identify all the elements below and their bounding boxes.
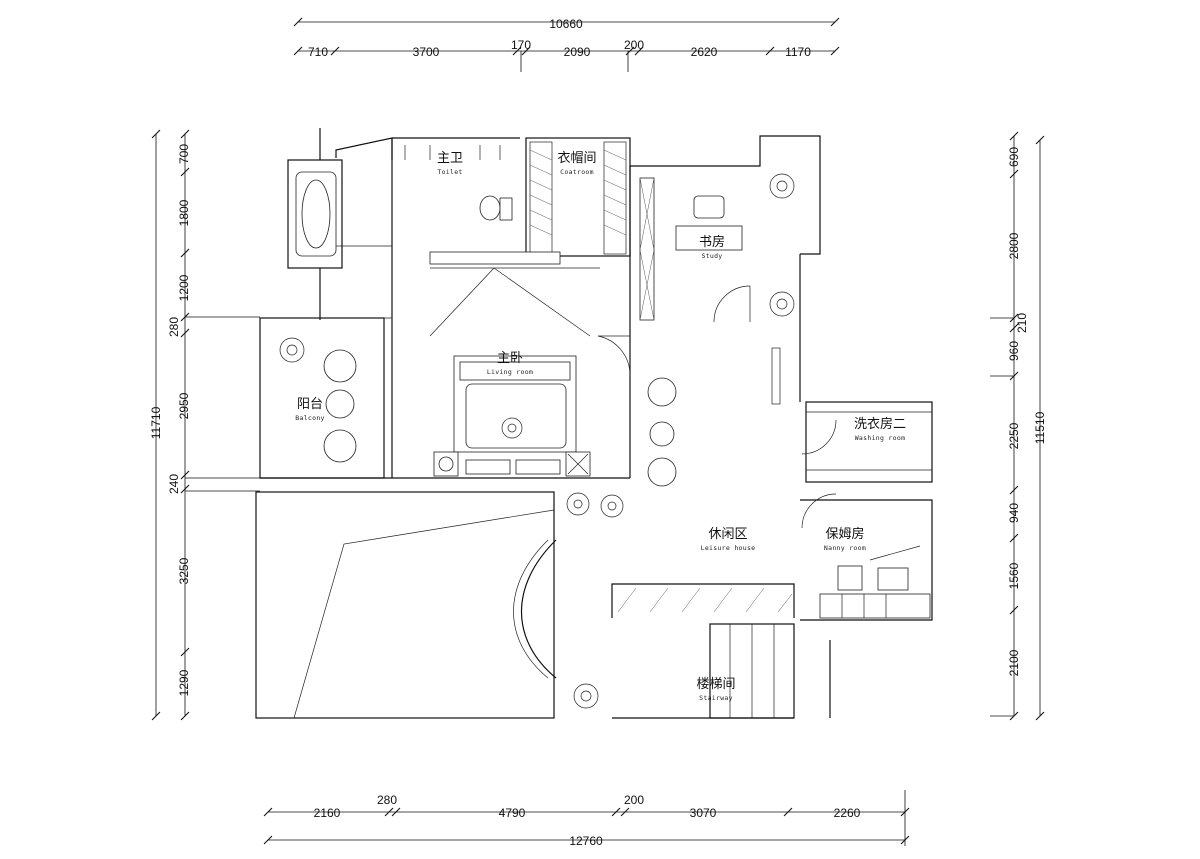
leisure-chairs bbox=[647, 377, 677, 487]
room-nanny-en: Nanny room bbox=[824, 544, 866, 552]
dim-top-seg-1: 3700 bbox=[413, 45, 440, 59]
dim-left-seg-6: 3250 bbox=[177, 557, 191, 584]
dim-left-seg-0: 700 bbox=[177, 144, 191, 164]
room-coatroom-en: Coatroom bbox=[560, 168, 594, 176]
dim-left-seg-3: 280 bbox=[167, 317, 181, 337]
bathtub bbox=[295, 171, 337, 257]
dimension-bottom: 2160 280 4790 200 3070 2260 12760 bbox=[263, 790, 910, 848]
room-washing-en: Washing room bbox=[855, 434, 906, 442]
dim-left-seg-5: 240 bbox=[167, 474, 181, 494]
dim-right-seg-3: 960 bbox=[1007, 341, 1021, 361]
room-living-cn: 主卧 bbox=[497, 351, 523, 366]
room-balcony-en: Balcony bbox=[295, 414, 325, 422]
dim-top-seg-2: 170 bbox=[511, 38, 531, 52]
dim-top-total: 10660 bbox=[549, 17, 583, 31]
room-coatroom-cn: 衣帽间 bbox=[557, 150, 596, 166]
dim-bottom-seg-0: 2160 bbox=[314, 806, 341, 820]
room-living-en: Living room bbox=[487, 368, 533, 376]
dim-left-seg-7: 1290 bbox=[177, 669, 191, 696]
dim-left-total: 11710 bbox=[149, 406, 163, 439]
dim-left-seg-1: 1800 bbox=[177, 199, 191, 226]
dim-right-total: 11510 bbox=[1033, 411, 1047, 444]
dim-left-seg-2: 1200 bbox=[177, 274, 191, 301]
room-study-en: Study bbox=[701, 252, 722, 260]
dim-right-seg-2: 210 bbox=[1015, 313, 1029, 333]
room-leisure-en: Leisure house bbox=[701, 544, 756, 552]
dim-left-seg-4: 2950 bbox=[177, 392, 191, 419]
doors bbox=[597, 285, 837, 529]
dim-top-seg-3: 2090 bbox=[564, 45, 591, 59]
dim-top-seg-4: 200 bbox=[624, 38, 644, 52]
dim-top-seg-6: 1170 bbox=[785, 45, 811, 59]
dim-bottom-seg-2: 4790 bbox=[499, 806, 526, 820]
dim-right-seg-6: 1560 bbox=[1007, 562, 1021, 589]
room-leisure-cn: 休闲区 bbox=[708, 527, 747, 542]
room-study-cn: 书房 bbox=[699, 234, 725, 250]
dim-bottom-seg-5: 2260 bbox=[834, 806, 861, 820]
room-labels: 主卫 Toilet 衣帽间 Coatroom 书房 Study 主卧 Livin… bbox=[295, 150, 906, 702]
room-stairway-en: Stairway bbox=[699, 694, 733, 702]
walls bbox=[255, 128, 933, 719]
dim-bottom-seg-1: 280 bbox=[377, 793, 397, 807]
room-stairway-cn: 楼梯间 bbox=[696, 677, 735, 692]
dimension-left: 11710 700 1800 1200 280 2950 240 3250 12… bbox=[149, 129, 260, 721]
room-balcony-cn: 阳台 bbox=[297, 397, 323, 412]
dimension-top: 10660 710 3700 170 2090 200 2620 1170 bbox=[293, 17, 840, 72]
dimension-right: 690 2800 210 960 2250 940 1560 2100 1151… bbox=[990, 131, 1047, 721]
room-nanny-cn: 保姆房 bbox=[825, 526, 864, 542]
balcony-chairs bbox=[323, 349, 357, 463]
dim-right-seg-4: 2250 bbox=[1007, 422, 1021, 449]
room-toilet-cn: 主卫 bbox=[437, 151, 463, 166]
room-toilet-en: Toilet bbox=[437, 168, 462, 176]
dim-bottom-seg-4: 3070 bbox=[690, 806, 717, 820]
dim-top-seg-0: 710 bbox=[308, 45, 328, 59]
room-washing-cn: 洗衣房二 bbox=[854, 416, 906, 432]
dim-bottom-total: 12760 bbox=[569, 834, 603, 848]
plant-icon bbox=[279, 173, 795, 709]
dim-top-seg-5: 2620 bbox=[691, 45, 718, 59]
dim-right-seg-7: 2100 bbox=[1007, 649, 1021, 676]
bed bbox=[433, 355, 591, 477]
dim-right-seg-0: 690 bbox=[1007, 147, 1021, 167]
dim-right-seg-1: 2800 bbox=[1007, 232, 1021, 259]
dim-right-seg-5: 940 bbox=[1007, 503, 1021, 523]
dim-bottom-seg-3: 200 bbox=[624, 793, 644, 807]
